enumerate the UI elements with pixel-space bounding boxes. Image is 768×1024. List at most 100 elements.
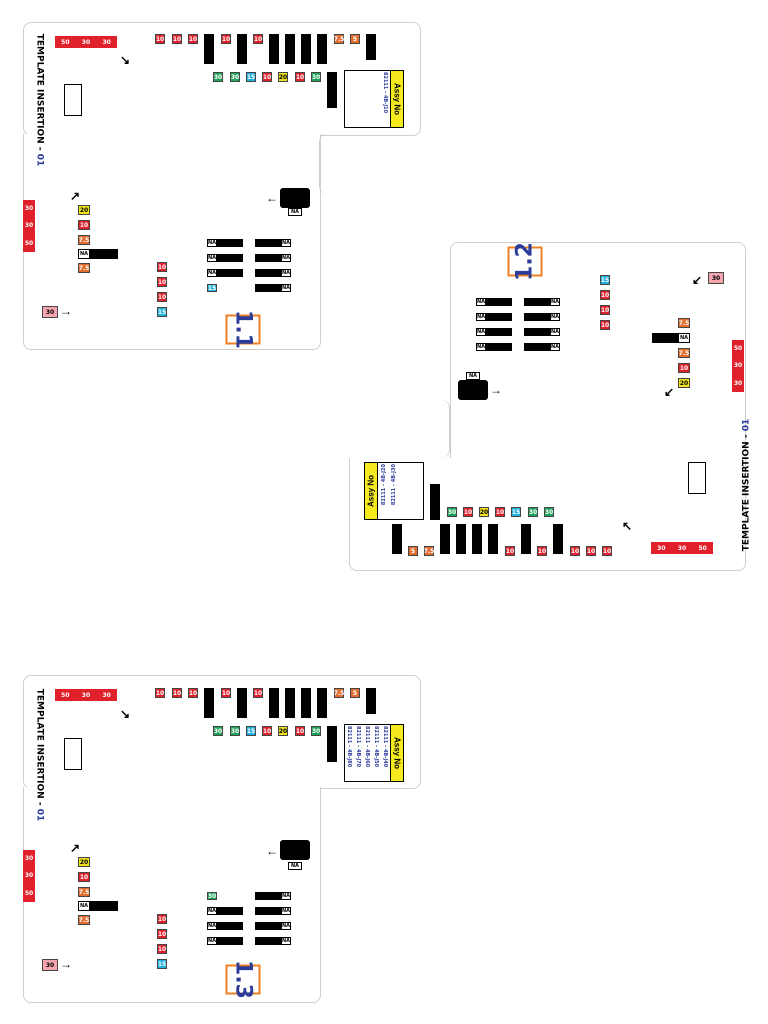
assy-line-3b: 82111 - 4B-J50 <box>373 726 379 768</box>
fuse: 15 <box>600 275 610 285</box>
na-label: NA <box>281 937 291 945</box>
relay-block <box>255 239 281 247</box>
na-label: NA <box>78 901 90 911</box>
relay-block <box>317 34 327 64</box>
fuse: 7.5 <box>423 546 435 556</box>
relay-block <box>237 688 247 718</box>
fuse: 7.5 <box>333 34 345 44</box>
fuse: 30 <box>42 959 58 971</box>
fuse: 15 <box>157 959 167 969</box>
na-label: NA <box>207 922 217 930</box>
relay-block <box>392 524 402 554</box>
fuse: 20 <box>278 726 288 736</box>
fuse: 30 <box>544 507 554 517</box>
fuse: 20 <box>78 205 90 215</box>
relay-block <box>486 328 512 336</box>
fuse: 10 <box>78 220 90 230</box>
fuse: 30 <box>213 726 223 736</box>
relay-block <box>217 254 243 262</box>
fuse: 30 <box>447 507 457 517</box>
approval-grid-3 <box>64 738 82 770</box>
na-label: NA <box>281 239 291 247</box>
fuse: 30 <box>311 72 321 82</box>
fuse: 15 <box>207 284 217 292</box>
template-title-1: TEMPLATE INSERTION - 01 <box>34 33 45 167</box>
relay-block <box>285 34 295 64</box>
fuse: 10 <box>253 34 263 44</box>
fuse: 10 <box>157 292 167 302</box>
fuse: 30 <box>230 72 240 82</box>
relay-block <box>255 907 281 915</box>
fuse: 10 <box>157 944 167 954</box>
fuse: 30 <box>42 306 58 318</box>
fuse: 20 <box>278 72 288 82</box>
version-label-3: 1.3 <box>225 960 261 999</box>
relay-block <box>521 524 531 554</box>
relay-block <box>237 34 247 64</box>
na-label: NA <box>476 343 486 351</box>
na-label: NA <box>281 892 291 900</box>
na-label: NA <box>466 372 480 380</box>
arrow-icon: ↙ <box>692 273 703 287</box>
connector-icon <box>280 188 310 208</box>
fuse: 10 <box>600 305 610 315</box>
relay-block <box>327 726 337 762</box>
arrow-icon: ↙ <box>664 385 675 399</box>
na-label: NA <box>550 298 560 306</box>
fuse: 5 <box>350 688 360 698</box>
relay-block <box>217 907 243 915</box>
relay-block <box>486 298 512 306</box>
na-label: NA <box>281 284 291 292</box>
fuse: 10 <box>157 914 167 924</box>
relay-block <box>301 688 311 718</box>
relay-block <box>366 688 376 714</box>
na-label: NA <box>476 313 486 321</box>
relay-block <box>217 269 243 277</box>
relay-block <box>269 688 279 718</box>
connector-icon <box>280 840 310 860</box>
fuse: 10 <box>155 34 165 44</box>
relay-block <box>524 313 550 321</box>
fuse: 30 <box>230 726 240 736</box>
fuse: 10 <box>295 726 305 736</box>
na-label: NA <box>550 343 560 351</box>
fuse: 10 <box>172 688 182 698</box>
na-label: NA <box>288 862 302 870</box>
panel-2-notch <box>349 400 450 458</box>
fuse: 10 <box>463 507 473 517</box>
fuse: 7.5 <box>333 688 345 698</box>
fuse: 30 <box>708 272 724 284</box>
na-label: NA <box>476 298 486 306</box>
fuse: 10 <box>600 290 610 300</box>
template-title-2: TEMPLATE INSERTION - 01 <box>741 418 752 552</box>
fuse: 7.5 <box>78 263 90 273</box>
arrow-icon: ↖ <box>622 519 633 533</box>
fuse: 30 <box>311 726 321 736</box>
na-label: NA <box>550 313 560 321</box>
relay-block <box>255 922 281 930</box>
relay-block <box>255 254 281 262</box>
fuse: 10 <box>188 688 198 698</box>
na-label: NA <box>281 922 291 930</box>
fuse: 15 <box>246 72 256 82</box>
fuse: 10 <box>678 363 690 373</box>
fuse: 10 <box>172 34 182 44</box>
assy-line-3d: 82111 - 4B-J70 <box>355 726 361 768</box>
na-label: NA <box>281 269 291 277</box>
fuse: 10 <box>221 34 231 44</box>
fuse: 7.5 <box>678 348 690 358</box>
fuse: 15 <box>157 307 167 317</box>
relay-block <box>524 343 550 351</box>
fuse: 7.5 <box>678 318 690 328</box>
approval-grid-2 <box>688 462 706 494</box>
fuse: 30 <box>213 72 223 82</box>
fuse: 15 <box>246 726 256 736</box>
relay-block <box>255 284 281 292</box>
fuse: 10 <box>505 546 515 556</box>
na-label: NA <box>207 937 217 945</box>
